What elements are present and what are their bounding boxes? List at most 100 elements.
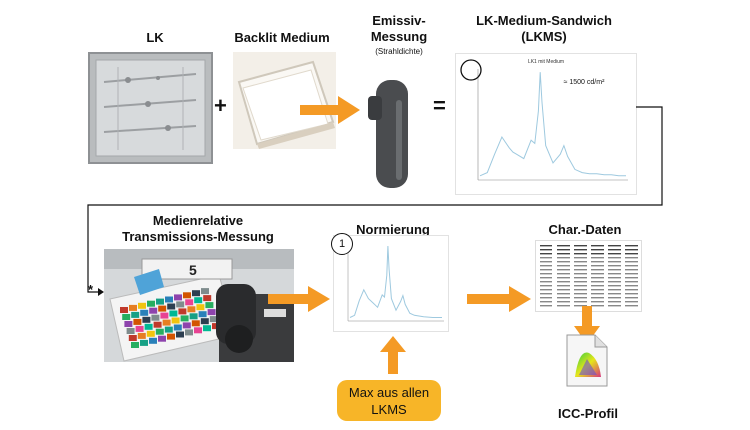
table-text-line (591, 305, 604, 307)
table-text-line (608, 289, 621, 291)
lk-label: LK (146, 30, 164, 45)
color-patch (164, 326, 173, 333)
normierung-circle: 1 (331, 233, 353, 255)
peak-marker-circle (460, 59, 482, 81)
max-badge-line1: Max aus allen (348, 384, 430, 400)
color-patch (167, 303, 176, 310)
table-text-line (557, 293, 570, 295)
color-target (120, 288, 220, 348)
arrow-to-emissive (300, 96, 360, 124)
table-text-line (540, 269, 552, 271)
color-patch (196, 304, 205, 311)
color-patch (155, 328, 164, 335)
table-text-line (574, 281, 587, 283)
table-text-line (608, 281, 621, 283)
color-patch (183, 292, 191, 299)
table-text-line (591, 281, 604, 283)
table-text-line (557, 253, 570, 255)
color-patch (140, 309, 149, 316)
color-patch (171, 317, 180, 324)
color-patch (178, 308, 187, 315)
color-patch (203, 325, 211, 332)
normierung-chart (333, 235, 449, 332)
color-patch (149, 307, 158, 314)
table-text-line (608, 261, 621, 263)
table-text-line (540, 297, 552, 299)
backlit-medium-label: Backlit Medium (234, 30, 330, 45)
table-text-line (540, 305, 552, 307)
table-text-line (591, 289, 604, 291)
table-text-line (608, 273, 621, 275)
table-text-line (574, 245, 587, 247)
color-patch (147, 300, 155, 307)
color-patch (151, 314, 160, 321)
emissive-title-line2: Messung (370, 29, 428, 44)
icc-profile-label: ICC-Profil (558, 406, 618, 421)
color-patch (173, 324, 182, 331)
color-patch (160, 312, 169, 319)
table-text-line (574, 269, 587, 271)
table-text-line (540, 301, 552, 303)
table-text-line (574, 261, 587, 263)
spectroradiometer-device (368, 80, 410, 188)
color-patch (149, 337, 157, 344)
color-patch (158, 305, 167, 312)
lkms-spectrum-line (479, 72, 626, 177)
table-text-line (591, 261, 604, 263)
color-patch (182, 322, 191, 329)
table-text-line (625, 265, 638, 267)
color-patch (200, 318, 209, 325)
table-text-line (591, 293, 604, 295)
arrow-to-chardata (467, 286, 531, 312)
table-text-line (625, 269, 638, 271)
table-text-line (540, 253, 552, 255)
sandwich-title-line1: LK-Medium-Sandwich (476, 13, 612, 28)
table-text-line (540, 261, 552, 263)
normierung-title: Normierung (356, 222, 430, 237)
color-patch (192, 290, 200, 297)
color-patch (158, 335, 166, 342)
icc-profile-icon (565, 333, 609, 388)
table-text-line (625, 253, 638, 255)
table-text-line (591, 269, 604, 271)
equals-sign: = (433, 93, 446, 118)
table-text-line (625, 293, 638, 295)
table-text-line (557, 305, 570, 307)
table-text-line (608, 249, 621, 251)
color-patch (198, 311, 207, 318)
table-text-line (540, 277, 552, 279)
table-text-line (625, 297, 638, 299)
color-patch (194, 327, 202, 334)
color-patch (201, 288, 209, 295)
color-patch (131, 311, 140, 318)
arrow-up-to-normierung (380, 336, 406, 374)
color-patch (176, 331, 184, 338)
transmission-title-line1: Medienrelative (152, 213, 244, 228)
color-patch (140, 339, 148, 346)
table-text-line (608, 297, 621, 299)
chardata-title: Char.-Daten (548, 222, 622, 237)
table-text-line (557, 265, 570, 267)
color-patch (129, 304, 137, 311)
plus-sign: + (214, 93, 227, 118)
emissive-title: Emissiv- Messung (358, 13, 440, 45)
sandwich-title-line2: (LKMS) (521, 29, 567, 44)
arrow-to-normierung (268, 286, 330, 312)
table-text-line (540, 273, 552, 275)
color-patch (187, 306, 196, 313)
table-text-line (608, 253, 621, 255)
table-text-line (557, 273, 570, 275)
emissive-title-line1: Emissiv- (372, 13, 426, 28)
table-text-line (608, 301, 621, 303)
table-text-line (625, 249, 638, 251)
lkms-chart: LK1 mit Medium ≈ 1500 cd/m² (455, 53, 637, 195)
table-text-line (557, 281, 570, 283)
table-text-line (608, 305, 621, 307)
lightbox-image (88, 52, 213, 164)
table-text-line (574, 293, 587, 295)
luminance-annotation: ≈ 1500 cd/m² (564, 79, 605, 86)
color-patch (144, 323, 153, 330)
color-patch (122, 314, 131, 320)
table-text-line (608, 265, 621, 267)
color-patch (128, 335, 137, 341)
